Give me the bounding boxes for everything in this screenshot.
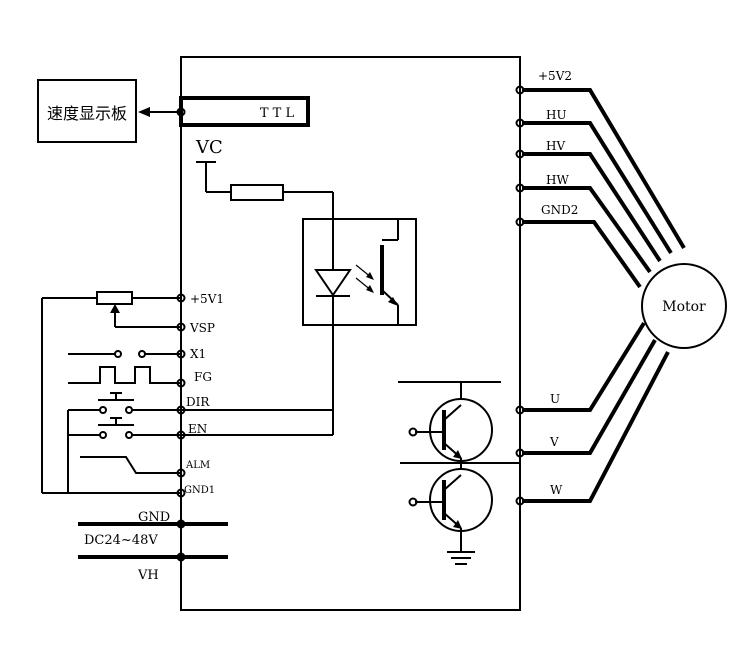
- pin-5v2: +5V2: [538, 69, 572, 83]
- motor: [641, 263, 727, 349]
- power-vh-label: VH: [137, 568, 159, 583]
- transistor-upper-icon: [429, 398, 493, 462]
- pin-gnd1: GND1: [184, 485, 215, 496]
- pin-dir: DIR: [186, 395, 210, 409]
- arrow-icon: [138, 107, 150, 117]
- pin-gnd2: GND2: [541, 203, 578, 217]
- pin-hv: HV: [546, 139, 565, 153]
- led-diode-icon: [314, 269, 352, 297]
- display-board: [37, 79, 137, 143]
- power-dc-label: DC24~48V: [84, 533, 158, 548]
- pin-fg: FG: [194, 370, 212, 384]
- pin-v: V: [549, 435, 559, 449]
- pin-u: U: [550, 392, 560, 406]
- pin-vsp: VSP: [189, 321, 215, 335]
- ttl-block: [179, 96, 310, 127]
- pin-x1: X1: [190, 347, 206, 361]
- potentiometer: [96, 291, 133, 305]
- ttl-label: T T L: [260, 106, 295, 121]
- optocoupler: [302, 218, 417, 326]
- pin-hw: HW: [546, 173, 569, 187]
- vc-label: VC: [195, 137, 223, 158]
- pin-alm: ALM: [185, 460, 210, 471]
- motor-label: Motor: [662, 299, 706, 315]
- pin-5v1: +5V1: [190, 292, 224, 306]
- pin-en: EN: [188, 422, 207, 436]
- resistor: [230, 184, 284, 201]
- pin-hu: HU: [546, 108, 567, 122]
- ground-icon: [447, 551, 475, 565]
- controller-box: [180, 56, 521, 611]
- power-gnd-label: GND: [138, 510, 170, 525]
- transistor-lower-icon: [429, 468, 493, 532]
- display-board-label: 速度显示板: [47, 104, 127, 123]
- left-pin-terminals: [176, 293, 186, 562]
- pin-w: W: [550, 483, 563, 497]
